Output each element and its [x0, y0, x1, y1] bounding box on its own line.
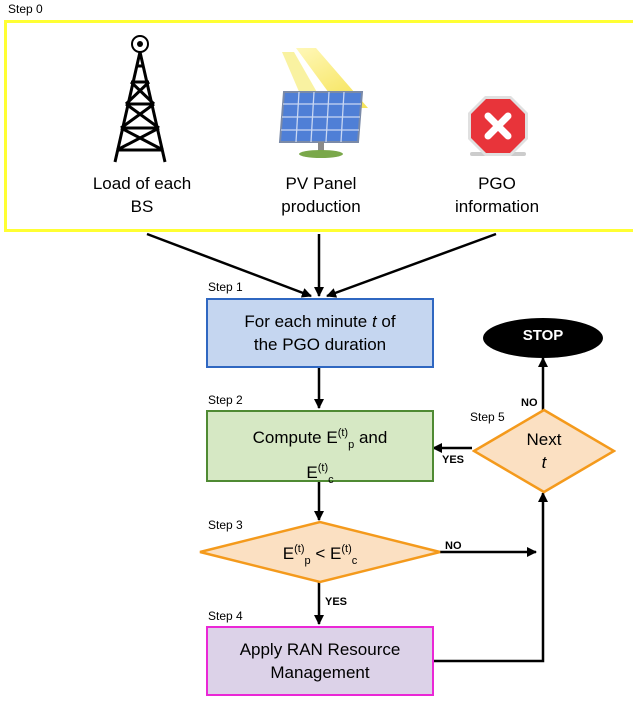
stop-sign-icon: [468, 96, 528, 156]
no-label-step5: NO: [521, 397, 538, 409]
step5-label: Step 5: [470, 410, 505, 424]
step4-label: Step 4: [208, 609, 243, 623]
step3-label: Step 3: [208, 518, 243, 532]
step2-box: [206, 410, 434, 482]
step5-text: Next t: [526, 430, 562, 472]
step2-text: Compute E(t)p and E(t)c: [252, 427, 388, 486]
no-label-step3: NO: [445, 540, 462, 552]
step3-text: E(t)p < E(t)c: [282, 543, 358, 567]
yes-label-step5: YES: [442, 454, 465, 466]
step4-box: [206, 626, 434, 696]
tower-icon: [113, 35, 167, 163]
step4-text: Apply RAN Resource Management: [239, 640, 401, 682]
step3-diamond: [199, 520, 441, 584]
step5-diamond: [472, 408, 616, 494]
yes-label-step4: YES: [325, 596, 348, 608]
arrow-pgo-to-step1: [326, 232, 497, 298]
arrow-load-to-step1: [146, 232, 312, 298]
step2-label: Step 2: [208, 393, 243, 407]
step0-box: [4, 20, 633, 232]
stop-terminal: [483, 318, 603, 358]
step1-label: Step 1: [208, 280, 243, 294]
step1-box: [206, 298, 434, 368]
step1-text: For each minute t of the PGO duration: [244, 312, 396, 354]
arrow-step4-to-step5: [434, 492, 548, 663]
step0-label: Step 0: [8, 2, 43, 16]
stop-label: STOP: [522, 327, 564, 344]
solar-panel-icon: [278, 48, 368, 158]
